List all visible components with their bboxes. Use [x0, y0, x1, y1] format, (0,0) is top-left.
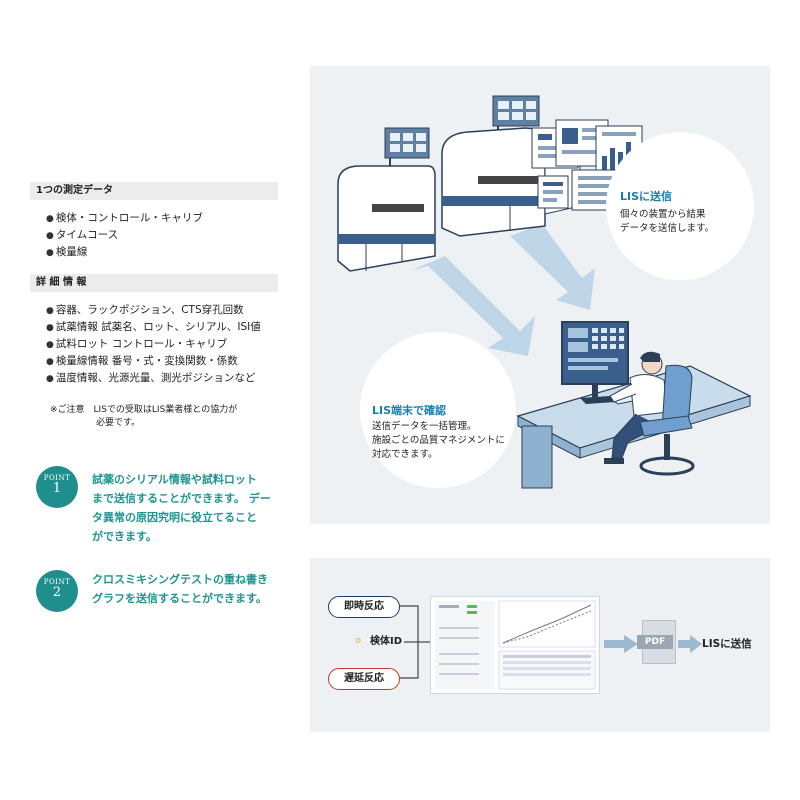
- send-to-lis-label: LISに送信: [702, 638, 752, 650]
- specimen-id-label: ⚪ 検体ID: [354, 632, 402, 652]
- send-bubble-title: LISに送信: [620, 190, 673, 203]
- notice: ※ご注意 LISでの受取はLIS業者様との協力が 必要です。: [50, 404, 237, 430]
- details-list: 容器、ラックポジション、CTS穿孔回数 試薬情報 試薬名、ロット、シリアル、IS…: [46, 302, 261, 387]
- send-bubble: LISに送信 個々の装置から結果 データを送信します。: [606, 132, 754, 280]
- details-heading: 詳 細 情 報: [30, 274, 278, 292]
- list-item: 試料ロット コントロール・キャリブ: [46, 336, 261, 353]
- confirm-bubble-line: 施設ごとの品質マネジメントに: [372, 435, 505, 446]
- list-item: 検量線情報 番号・式・変換関数・係数: [46, 353, 261, 370]
- send-bubble-line: データを送信します。: [620, 223, 715, 234]
- result-screen-thumbnail: [430, 596, 600, 694]
- specimen-id-text: 検体ID: [370, 636, 403, 647]
- measurement-list: 検体・コントロール・キャリブ タイムコース 検量線: [46, 210, 203, 261]
- point-2-text: クロスミキシングテストの重ね書き グラフを送信することができます。: [92, 570, 292, 608]
- point-number: 1: [52, 481, 62, 496]
- arrow-to-lis-icon: [678, 635, 702, 653]
- lis-workstation: [516, 321, 752, 489]
- measurement-heading: 1つの測定データ: [30, 182, 278, 200]
- pdf-file-icon: PDF: [637, 620, 676, 664]
- result-screen-graphic: [435, 600, 596, 690]
- point-1-text: 試薬のシリアル情報や試料ロット まで送信することができます。 デー タ異常の原因…: [92, 470, 292, 546]
- pdf-label: PDF: [637, 635, 673, 649]
- send-bubble-text: 個々の装置から結果 データを送信します。: [620, 208, 714, 236]
- point-line: 試薬のシリアル情報や試料ロット: [92, 473, 257, 486]
- flow-connectors: [398, 605, 430, 679]
- point-2-badge: POINT 2: [36, 570, 78, 612]
- lis-illustration-panel: LISに送信 個々の装置から結果 データを送信します。 LIS端末で確認 送信デ…: [310, 66, 770, 524]
- arrow-to-pdf-icon: [604, 635, 638, 653]
- confirm-bubble-text: 送信データを一括管理。 施設ごとの品質マネジメントに 対応できます。: [372, 420, 505, 462]
- notice-line: ※ご注意 LISでの受取はLIS業者様との協力が: [50, 405, 238, 415]
- list-item: 容器、ラックポジション、CTS穿孔回数: [46, 302, 261, 319]
- point-line: まで送信することができます。 デー: [92, 492, 271, 505]
- analyzer-right: [441, 95, 581, 237]
- list-item: タイムコース: [46, 227, 203, 244]
- confirm-bubble: LIS端末で確認 送信データを一括管理。 施設ごとの品質マネジメントに 対応でき…: [360, 332, 516, 488]
- point-number: 2: [52, 585, 62, 600]
- delayed-reaction-label: 遅延反応: [328, 668, 400, 690]
- point-word: POINT: [43, 474, 71, 482]
- key-icon: ⚪: [354, 636, 363, 647]
- report-flow-panel: 即時反応 ⚪ 検体ID 遅延反応 PDF LISに送信: [310, 558, 770, 732]
- list-item: 試薬情報 試薬名、ロット、シリアル、ISI値: [46, 319, 261, 336]
- point-1-badge: POINT 1: [36, 466, 78, 508]
- list-item: 温度情報、光源光量、測光ポジションなど: [46, 370, 261, 387]
- list-item: 検量線: [46, 244, 203, 261]
- list-item: 検体・コントロール・キャリブ: [46, 210, 203, 227]
- point-word: POINT: [43, 578, 71, 586]
- confirm-bubble-line: 対応できます。: [372, 449, 438, 460]
- send-bubble-line: 個々の装置から結果: [620, 209, 706, 220]
- confirm-bubble-line: 送信データを一括管理。: [372, 421, 477, 432]
- analyzer-left: [337, 127, 436, 272]
- point-line: クロスミキシングテストの重ね書き: [92, 573, 268, 586]
- point-line: グラフを送信することができます。: [92, 592, 267, 605]
- confirm-bubble-title: LIS端末で確認: [372, 404, 447, 417]
- notice-line: 必要です。: [96, 418, 141, 428]
- point-line: ができます。: [92, 530, 157, 543]
- point-line: タ異常の原因究明に役立てること: [92, 511, 257, 524]
- immediate-reaction-label: 即時反応: [328, 596, 400, 618]
- lis-illustration: [337, 95, 752, 489]
